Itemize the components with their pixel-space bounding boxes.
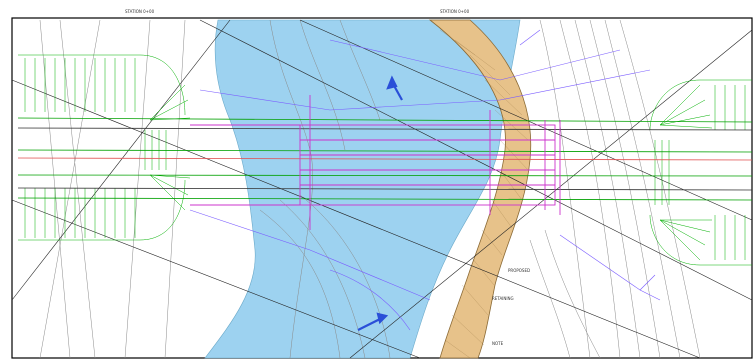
annotation-callouts: PROPOSED RETAINING NOTE: [492, 268, 530, 346]
right-abutment-hatch: [649, 79, 752, 266]
note-bottom: NOTE: [492, 341, 504, 346]
top-label-1: STATION 0+00: [125, 9, 155, 14]
bridge-deck-lines: [17, 117, 753, 201]
riverbank-hatched: [428, 19, 532, 359]
contour-lines: [39, 19, 701, 359]
top-label-2: STATION 0+00: [440, 9, 470, 14]
bridge-structure: [190, 95, 561, 230]
section-lines: [11, 19, 753, 359]
flow-arrow-lower: [357, 312, 389, 331]
flow-arrow-upper: [386, 75, 403, 101]
note-right-a: PROPOSED: [508, 268, 530, 273]
utility-lines: [189, 29, 661, 331]
note-right-b: RETAINING: [492, 296, 514, 301]
